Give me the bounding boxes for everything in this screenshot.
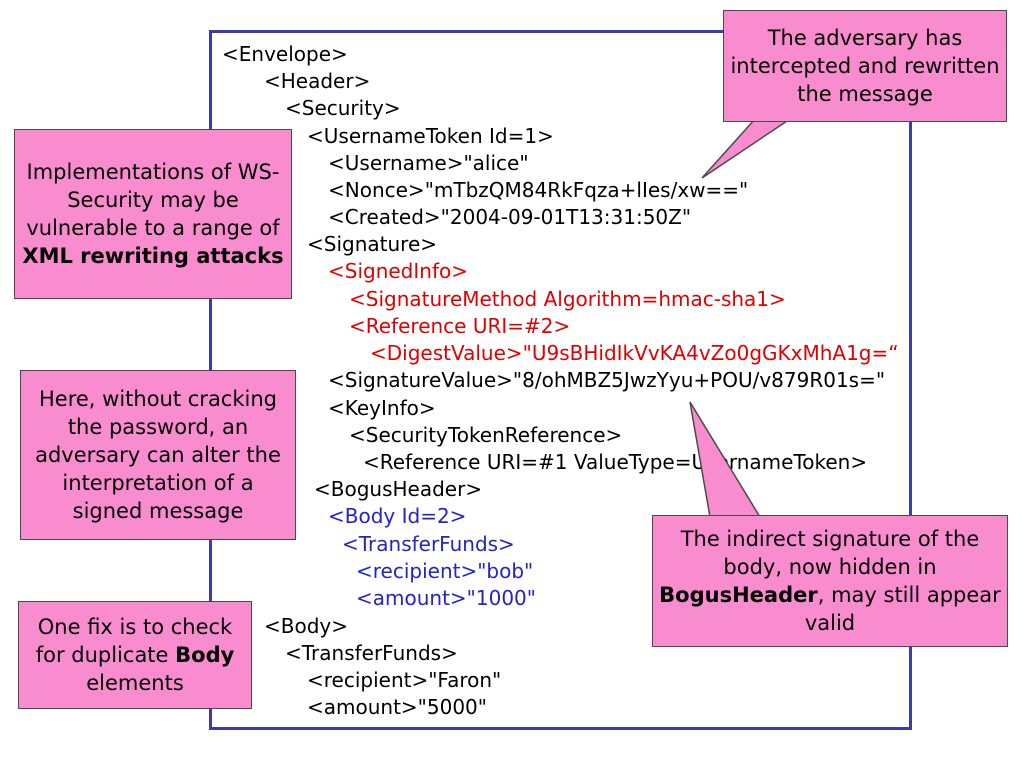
callout-implementations-text: Implementations of WS-Security may be vu… [15, 156, 291, 272]
callout-implementations-pre: Implementations of WS-Security may be vu… [26, 160, 280, 240]
xml-line-body-id2: <Body Id=2> [328, 504, 467, 528]
xml-line-signaturemethod: <SignatureMethod Algorithm=hmac-sha1> [349, 287, 786, 311]
callout-implementations: Implementations of WS-Security may be vu… [14, 129, 292, 299]
xml-line-amount-1000: <amount>"1000" [356, 586, 536, 610]
xml-line-security: <Security> [285, 96, 401, 120]
xml-line-signedinfo: <SignedInfo> [328, 259, 468, 283]
xml-line-signaturevalue: <SignatureValue>"8/ohMBZ5JwzYyu+POU/v879… [328, 368, 886, 392]
callout-without-cracking: Here, without cracking the password, an … [20, 370, 296, 540]
callout-fix-post: elements [86, 671, 184, 695]
xml-line-digestvalue: <DigestValue>"U9sBHidIkVvKA4vZo0gGKxMhA1… [370, 341, 899, 365]
callout-implementations-bold: XML rewriting attacks [22, 244, 284, 268]
xml-line-signature: <Signature> [307, 232, 437, 256]
indirect-callout-pointer [689, 401, 762, 518]
callout-adversary: The adversary has intercepted and rewrit… [723, 10, 1007, 122]
callout-fix-pre: One fix is to check for duplicate [35, 615, 233, 667]
callout-fix-text: One fix is to check for duplicate Body e… [19, 611, 251, 699]
callout-without-cracking-text: Here, without cracking the password, an … [35, 387, 281, 523]
callout-adversary-text: The adversary has intercepted and rewrit… [730, 26, 1000, 106]
callout-fix: One fix is to check for duplicate Body e… [18, 601, 252, 709]
xml-line-usernametoken: <UsernameToken Id=1> [307, 124, 554, 148]
xml-line-nonce: <Nonce>"mTbzQM84RkFqza+lIes/xw==" [328, 178, 749, 202]
xml-line-keyinfo: <KeyInfo> [328, 396, 436, 420]
callout-indirect-text: The indirect signature of the body, now … [653, 523, 1007, 639]
callout-fix-bold: Body [175, 643, 235, 667]
xml-line-bogusheader: <BogusHeader> [314, 477, 483, 501]
xml-line-envelope: <Envelope> [222, 42, 348, 66]
xml-line-amount-5000: <amount>"5000" [307, 695, 487, 719]
xml-line-reference-1: <Reference URI=#1 ValueType=UsernameToke… [363, 450, 868, 474]
callout-indirect-bold: BogusHeader [659, 583, 818, 607]
xml-line-body: <Body> [264, 614, 349, 638]
xml-line-securitytokenreference: <SecurityTokenReference> [349, 423, 623, 447]
xml-line-username: <Username>"alice" [328, 151, 529, 175]
xml-line-recipient-faron: <recipient>"Faron" [307, 668, 502, 692]
xml-line-transferfunds: <TransferFunds> [285, 641, 458, 665]
callout-indirect-signature: The indirect signature of the body, now … [652, 515, 1008, 647]
xml-line-recipient-bob: <recipient>"bob" [356, 559, 534, 583]
xml-line-header: <Header> [264, 69, 371, 93]
xml-line-transferfunds-bob: <TransferFunds> [342, 532, 515, 556]
xml-line-created: <Created>"2004-09-01T13:31:50Z" [328, 205, 692, 229]
callout-indirect-post: , may still appear valid [804, 583, 1001, 635]
xml-line-reference-2: <Reference URI=#2> [349, 314, 571, 338]
callout-indirect-pre: The indirect signature of the body, now … [680, 527, 980, 579]
adversary-callout-pointer [701, 118, 793, 179]
